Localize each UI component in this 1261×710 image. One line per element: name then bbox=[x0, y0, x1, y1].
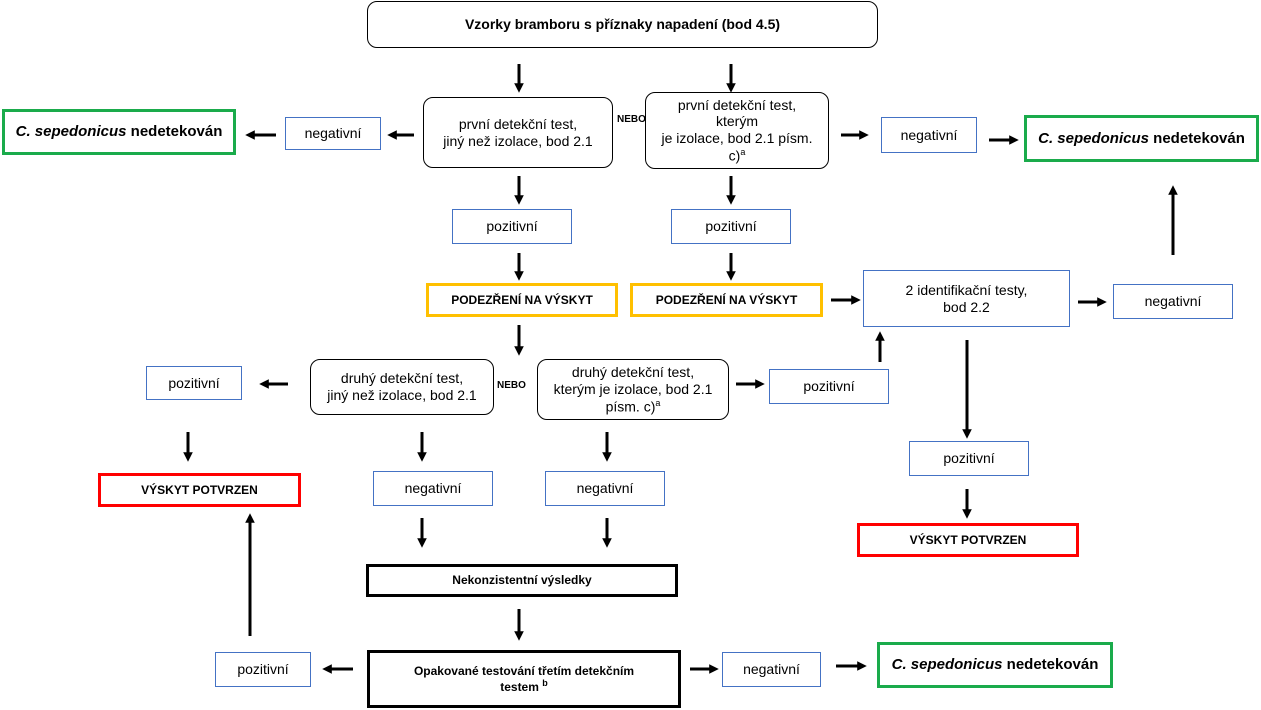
positive-box: pozitivní bbox=[215, 652, 311, 687]
start-box: Vzorky bramboru s příznaky napadení (bod… bbox=[367, 1, 878, 48]
not-detected-suffix: nedetekován bbox=[126, 123, 223, 140]
negative-box: negativní bbox=[545, 471, 665, 506]
identification-box: 2 identifikační testy, bod 2.2 bbox=[863, 270, 1070, 327]
second-test-isolation-box: druhý detekční test, kterým je izolace, … bbox=[537, 359, 729, 420]
inconsistent-box: Nekonzistentní výsledky bbox=[366, 564, 678, 597]
second-test-other-line1: druhý detekční test, bbox=[340, 370, 464, 387]
negative-label: negativní bbox=[404, 480, 462, 497]
first-test-other-box: první detekční test, jiný než izolace, b… bbox=[423, 97, 613, 168]
footnote-a: a bbox=[655, 397, 661, 408]
inconsistent-label: Nekonzistentní výsledky bbox=[452, 573, 592, 588]
positive-label: pozitivní bbox=[803, 378, 855, 395]
first-test-isolation-line4: c) bbox=[728, 147, 741, 164]
suspicion-box: PODEZŘENÍ NA VÝSKYT bbox=[426, 283, 618, 317]
identification-line2: bod 2.2 bbox=[943, 298, 990, 315]
negative-label: negativní bbox=[1144, 293, 1202, 310]
or-label-2: NEBO bbox=[497, 380, 526, 391]
organism-name: C. sepedonicus bbox=[15, 123, 127, 140]
footnote-b: b bbox=[542, 678, 548, 688]
positive-label: pozitivní bbox=[705, 218, 757, 235]
suspicion-box: PODEZŘENÍ NA VÝSKYT bbox=[630, 283, 823, 317]
first-test-other-line2: jiný než izolace, bod 2.1 bbox=[443, 132, 593, 149]
not-detected-suffix: nedetekován bbox=[1148, 129, 1245, 147]
positive-box: pozitivní bbox=[909, 441, 1029, 476]
negative-box: negativní bbox=[285, 117, 381, 150]
or-label-1: NEBO bbox=[617, 114, 646, 125]
first-test-other-line1: první detekční test, bbox=[458, 115, 578, 132]
suspicion-label: PODEZŘENÍ NA VÝSKYT bbox=[655, 292, 798, 307]
confirmed-box: VÝSKYT POTVRZEN bbox=[98, 473, 301, 507]
suspicion-label: PODEZŘENÍ NA VÝSKYT bbox=[451, 292, 593, 307]
not-detected-box: C. sepedonicus nedetekován bbox=[877, 642, 1113, 688]
footnote-a: a bbox=[740, 146, 746, 157]
negative-box: negativní bbox=[881, 117, 977, 153]
positive-box: pozitivní bbox=[146, 366, 242, 400]
not-detected-box: C. sepedonicus nedetekován bbox=[1024, 115, 1259, 162]
second-test-other-box: druhý detekční test, jiný než izolace, b… bbox=[310, 359, 494, 415]
retest-line2: testem bbox=[500, 680, 539, 694]
confirmed-box: VÝSKYT POTVRZEN bbox=[857, 523, 1079, 557]
second-test-isolation-line1: druhý detekční test, bbox=[571, 363, 695, 380]
identification-line1: 2 identifikační testy, bbox=[905, 281, 1028, 298]
positive-label: pozitivní bbox=[943, 450, 995, 467]
negative-box: negativní bbox=[1113, 284, 1233, 319]
confirmed-label: VÝSKYT POTVRZEN bbox=[909, 532, 1027, 547]
retest-line1: Opakované testování třetím detekčním bbox=[413, 663, 635, 678]
negative-label: negativní bbox=[304, 125, 362, 142]
positive-label: pozitivní bbox=[168, 374, 220, 391]
first-test-isolation-box: první detekční test, kterým je izolace, … bbox=[645, 92, 829, 169]
positive-label: pozitivní bbox=[237, 661, 289, 678]
confirmed-label: VÝSKYT POTVRZEN bbox=[141, 482, 258, 497]
positive-box: pozitivní bbox=[671, 209, 791, 244]
not-detected-suffix: nedetekován bbox=[1002, 656, 1099, 673]
retest-box: Opakované testování třetím detekčním tes… bbox=[367, 650, 681, 708]
positive-box: pozitivní bbox=[452, 209, 572, 244]
negative-box: negativní bbox=[722, 652, 821, 687]
first-test-isolation-line2: kterým bbox=[715, 113, 758, 130]
negative-label: negativní bbox=[576, 480, 634, 497]
second-test-isolation-line2: kterým je izolace, bod 2.1 bbox=[553, 380, 713, 397]
first-test-isolation-line1: první detekční test, bbox=[677, 96, 797, 113]
organism-name: C. sepedonicus bbox=[891, 656, 1003, 673]
second-test-isolation-line3: písm. c) bbox=[605, 398, 656, 415]
start-label: Vzorky bramboru s příznaky napadení (bod… bbox=[464, 16, 781, 33]
first-test-isolation-line3: je izolace, bod 2.1 písm. bbox=[661, 130, 813, 147]
not-detected-box: C. sepedonicus nedetekován bbox=[2, 109, 236, 155]
negative-label: negativní bbox=[743, 661, 800, 678]
negative-box: negativní bbox=[373, 471, 493, 506]
second-test-other-line2: jiný než izolace, bod 2.1 bbox=[327, 387, 477, 403]
organism-name: C. sepedonicus bbox=[1038, 129, 1149, 147]
positive-box: pozitivní bbox=[769, 369, 889, 404]
negative-label: negativní bbox=[900, 126, 958, 143]
positive-label: pozitivní bbox=[486, 218, 538, 235]
